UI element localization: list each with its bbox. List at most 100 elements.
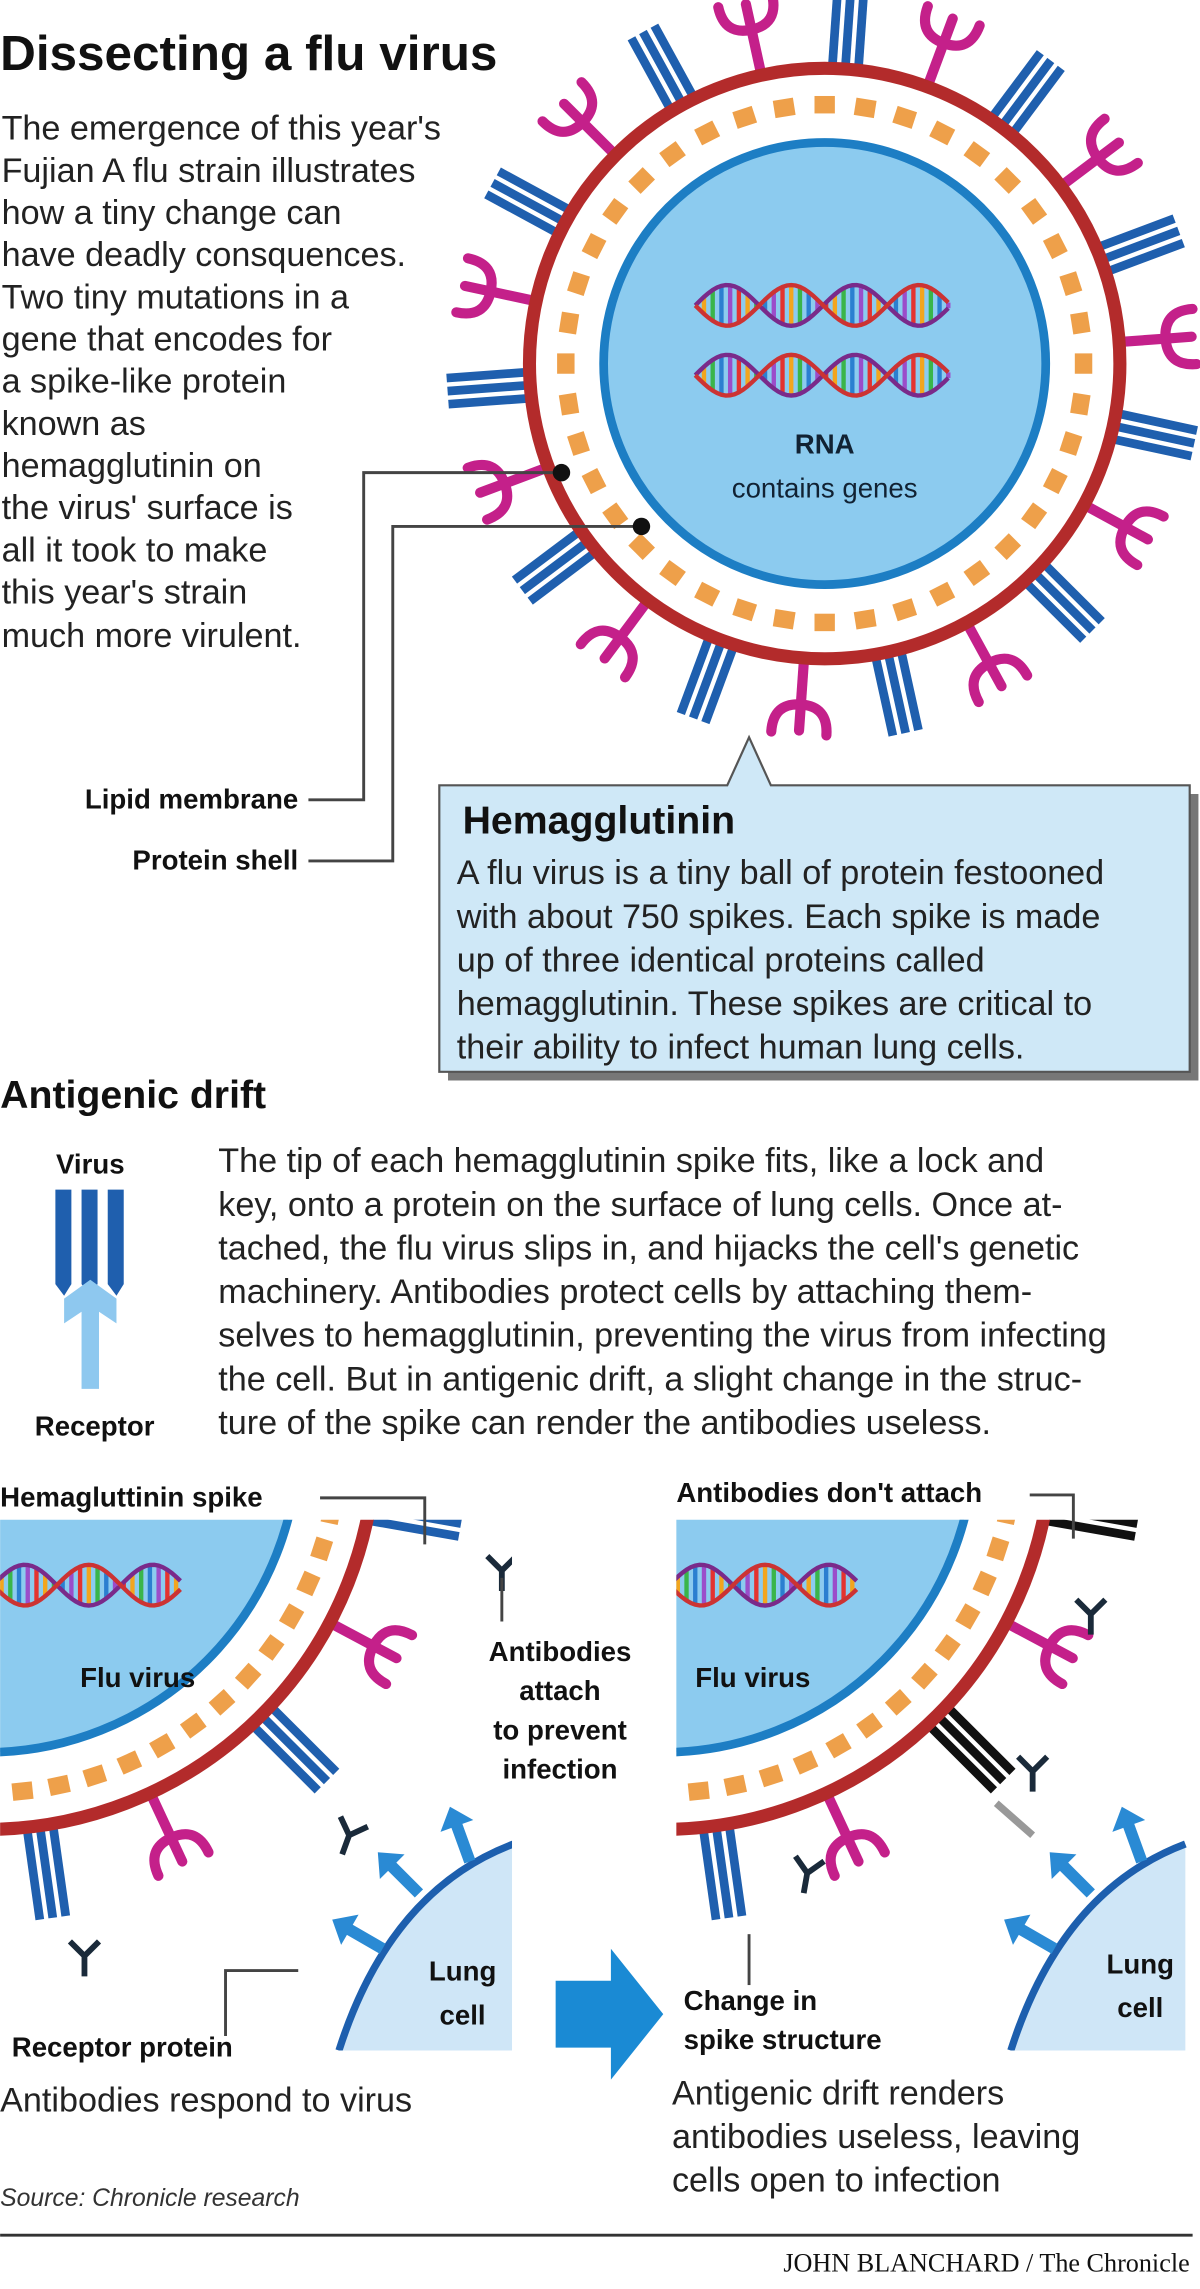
receptor-protein-icon xyxy=(332,1914,386,1954)
spike-strand xyxy=(947,1707,1016,1775)
shell-protein xyxy=(814,95,835,114)
spike-strand xyxy=(1032,570,1096,634)
shell-protein xyxy=(963,559,991,587)
spike-strand xyxy=(712,1830,734,1919)
shell-protein xyxy=(116,1750,143,1775)
intro-line: hemagglutinin on xyxy=(2,447,262,485)
spike-strand xyxy=(484,190,559,237)
shell-protein xyxy=(558,392,580,416)
shell-protein xyxy=(567,431,590,456)
virus-core xyxy=(599,138,1051,589)
hemagglutinin-spike xyxy=(446,367,529,409)
drift-line: tached, the flu virus slips in, and hija… xyxy=(218,1229,1079,1267)
spike-strand xyxy=(1097,214,1176,251)
neuraminidase-spike xyxy=(537,77,618,157)
receptor-shape xyxy=(1049,1852,1095,1898)
shell-protein xyxy=(179,1712,207,1739)
flu-virus-label: Flu virus xyxy=(695,1662,810,1693)
spike-strand xyxy=(1106,239,1185,276)
shell-protein xyxy=(972,1570,997,1597)
cell-membrane xyxy=(335,1840,513,2051)
neuraminidase-spike xyxy=(963,622,1033,708)
antibody-icon xyxy=(1016,1754,1050,1792)
spike-strand xyxy=(897,651,923,732)
hemagglutinin-spike xyxy=(511,528,597,605)
shell-protein xyxy=(723,1774,748,1797)
rna-helix-icon xyxy=(693,282,951,398)
spike-strand xyxy=(49,1828,71,1917)
drift-line: key, onto a protein on the surface of lu… xyxy=(218,1186,1062,1224)
drift-paragraph: The tip of each hemagglutinin spike fits… xyxy=(218,1142,1107,1442)
shell-protein xyxy=(278,1603,305,1630)
shell-protein xyxy=(1070,392,1091,416)
spike-leader-line xyxy=(320,1496,427,1545)
spike-strand xyxy=(871,656,898,737)
receptor-protein-label: Receptor protein xyxy=(12,2031,233,2062)
hemagglutinin-spike xyxy=(988,50,1065,136)
lung-cell xyxy=(1010,1843,1186,2051)
surface-spikes xyxy=(446,0,1200,741)
antibody-shape xyxy=(337,1815,370,1856)
spike-strand xyxy=(828,0,843,66)
shell-protein xyxy=(856,1712,883,1739)
shell-protein xyxy=(11,1781,34,1801)
intro-line: all it took to make xyxy=(2,531,268,569)
spike-strand xyxy=(929,1725,998,1794)
credit: JOHN BLANCHARD / The Chronicle xyxy=(783,2249,1189,2278)
spike-strand xyxy=(699,1832,721,1921)
spike-strand xyxy=(1048,1519,1136,1541)
lipid-dot xyxy=(552,463,571,482)
shell-protein xyxy=(310,1536,334,1562)
spike-strand xyxy=(1117,409,1198,435)
shell-protein xyxy=(994,167,1022,194)
shell-protein xyxy=(296,1570,321,1597)
shell-protein xyxy=(884,1689,912,1716)
hemagglutinin-callout: Hemagglutinin A flu virus is a tiny ball… xyxy=(438,734,1199,1081)
neuraminidase-spike xyxy=(462,459,548,525)
protein-shell-ring xyxy=(557,95,1093,632)
shell-protein xyxy=(1004,1466,1023,1488)
spike-head xyxy=(1160,303,1200,370)
shell-protein xyxy=(558,311,580,335)
spike-strand xyxy=(999,57,1055,128)
neuraminidase-spike xyxy=(919,1,985,86)
hemagglutinin-spike xyxy=(1023,561,1105,643)
shell-protein xyxy=(180,1141,207,1167)
spike-strand xyxy=(1115,422,1196,448)
antibody-icon xyxy=(337,1815,370,1856)
shell-protein xyxy=(814,613,835,632)
shell-protein xyxy=(602,502,629,530)
hemagglutinin-spike xyxy=(252,1707,340,1794)
shell-protein xyxy=(557,353,575,374)
shell-protein xyxy=(732,105,758,129)
neuraminidase-spike xyxy=(332,1620,418,1690)
lung-cell-label: Lung xyxy=(429,1956,497,1987)
shell-protein xyxy=(1074,353,1093,374)
right-panel: Antibodies don't attach Flu virus Lung c… xyxy=(672,1105,1187,2200)
spike-strand xyxy=(841,0,856,67)
backbone xyxy=(0,1562,182,1608)
antibody-label-line: Antibodies xyxy=(489,1636,632,1667)
shell-protein xyxy=(825,1733,852,1759)
shell-protein xyxy=(208,1689,236,1716)
hemagglutinin-spike xyxy=(1048,1519,1139,1541)
shell-protein xyxy=(793,1105,819,1129)
shell-protein xyxy=(1042,233,1068,260)
spike-strand xyxy=(519,539,589,595)
spike-strand xyxy=(1112,435,1193,461)
shell-protein xyxy=(892,598,918,622)
shell-protein xyxy=(1070,311,1091,335)
spike-strand xyxy=(271,1707,340,1775)
shell-protein xyxy=(1006,1430,1023,1450)
antibody-label-line: attach xyxy=(519,1675,600,1706)
receptor-protein-icon xyxy=(1049,1852,1095,1898)
shell-protein xyxy=(986,1536,1010,1562)
shell-protein xyxy=(772,97,796,119)
shell-protein xyxy=(581,233,607,260)
shell-protein xyxy=(892,105,918,129)
backbone xyxy=(676,1562,859,1608)
spike-strand xyxy=(627,36,674,111)
shell-protein xyxy=(567,271,590,296)
spike-strand xyxy=(527,549,597,605)
callout-title: Hemagglutinin xyxy=(463,798,736,842)
